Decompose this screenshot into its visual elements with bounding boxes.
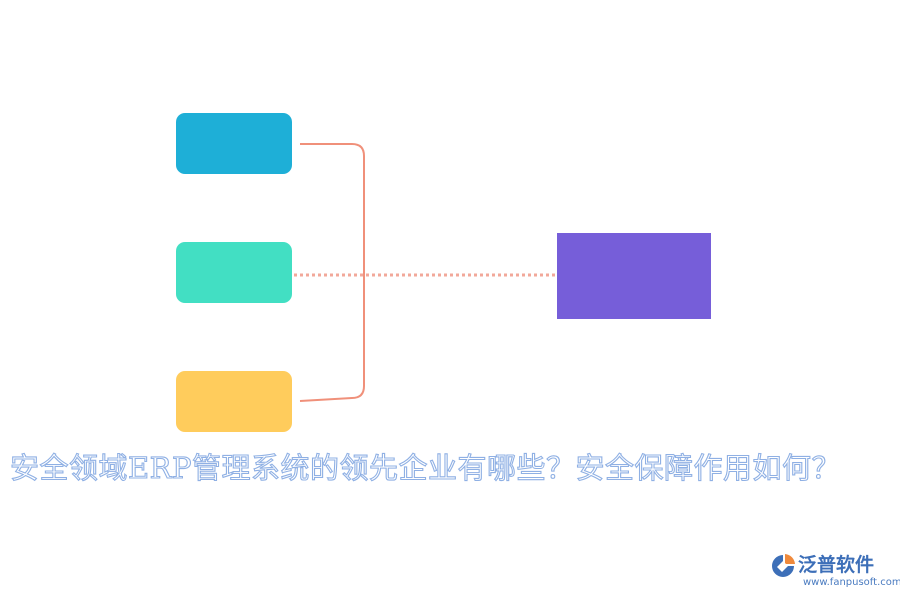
diagram-node-blue: [176, 113, 292, 174]
watermark-name: 泛普软件: [798, 554, 875, 576]
bracket-connector: [299, 143, 365, 402]
diagram-node-purple: [557, 233, 711, 319]
watermark-logo: 泛普软件 www.fanpusoft.com: [770, 552, 900, 596]
diagram-node-yellow: [176, 371, 292, 432]
fanpu-logo-icon: [772, 554, 795, 577]
watermark-url: www.fanpusoft.com: [803, 577, 900, 588]
caption-title: 安全领域ERP管理系统的领先企业有哪些？安全保障作用如何？: [9, 450, 842, 485]
diagram-node-teal: [176, 242, 292, 303]
